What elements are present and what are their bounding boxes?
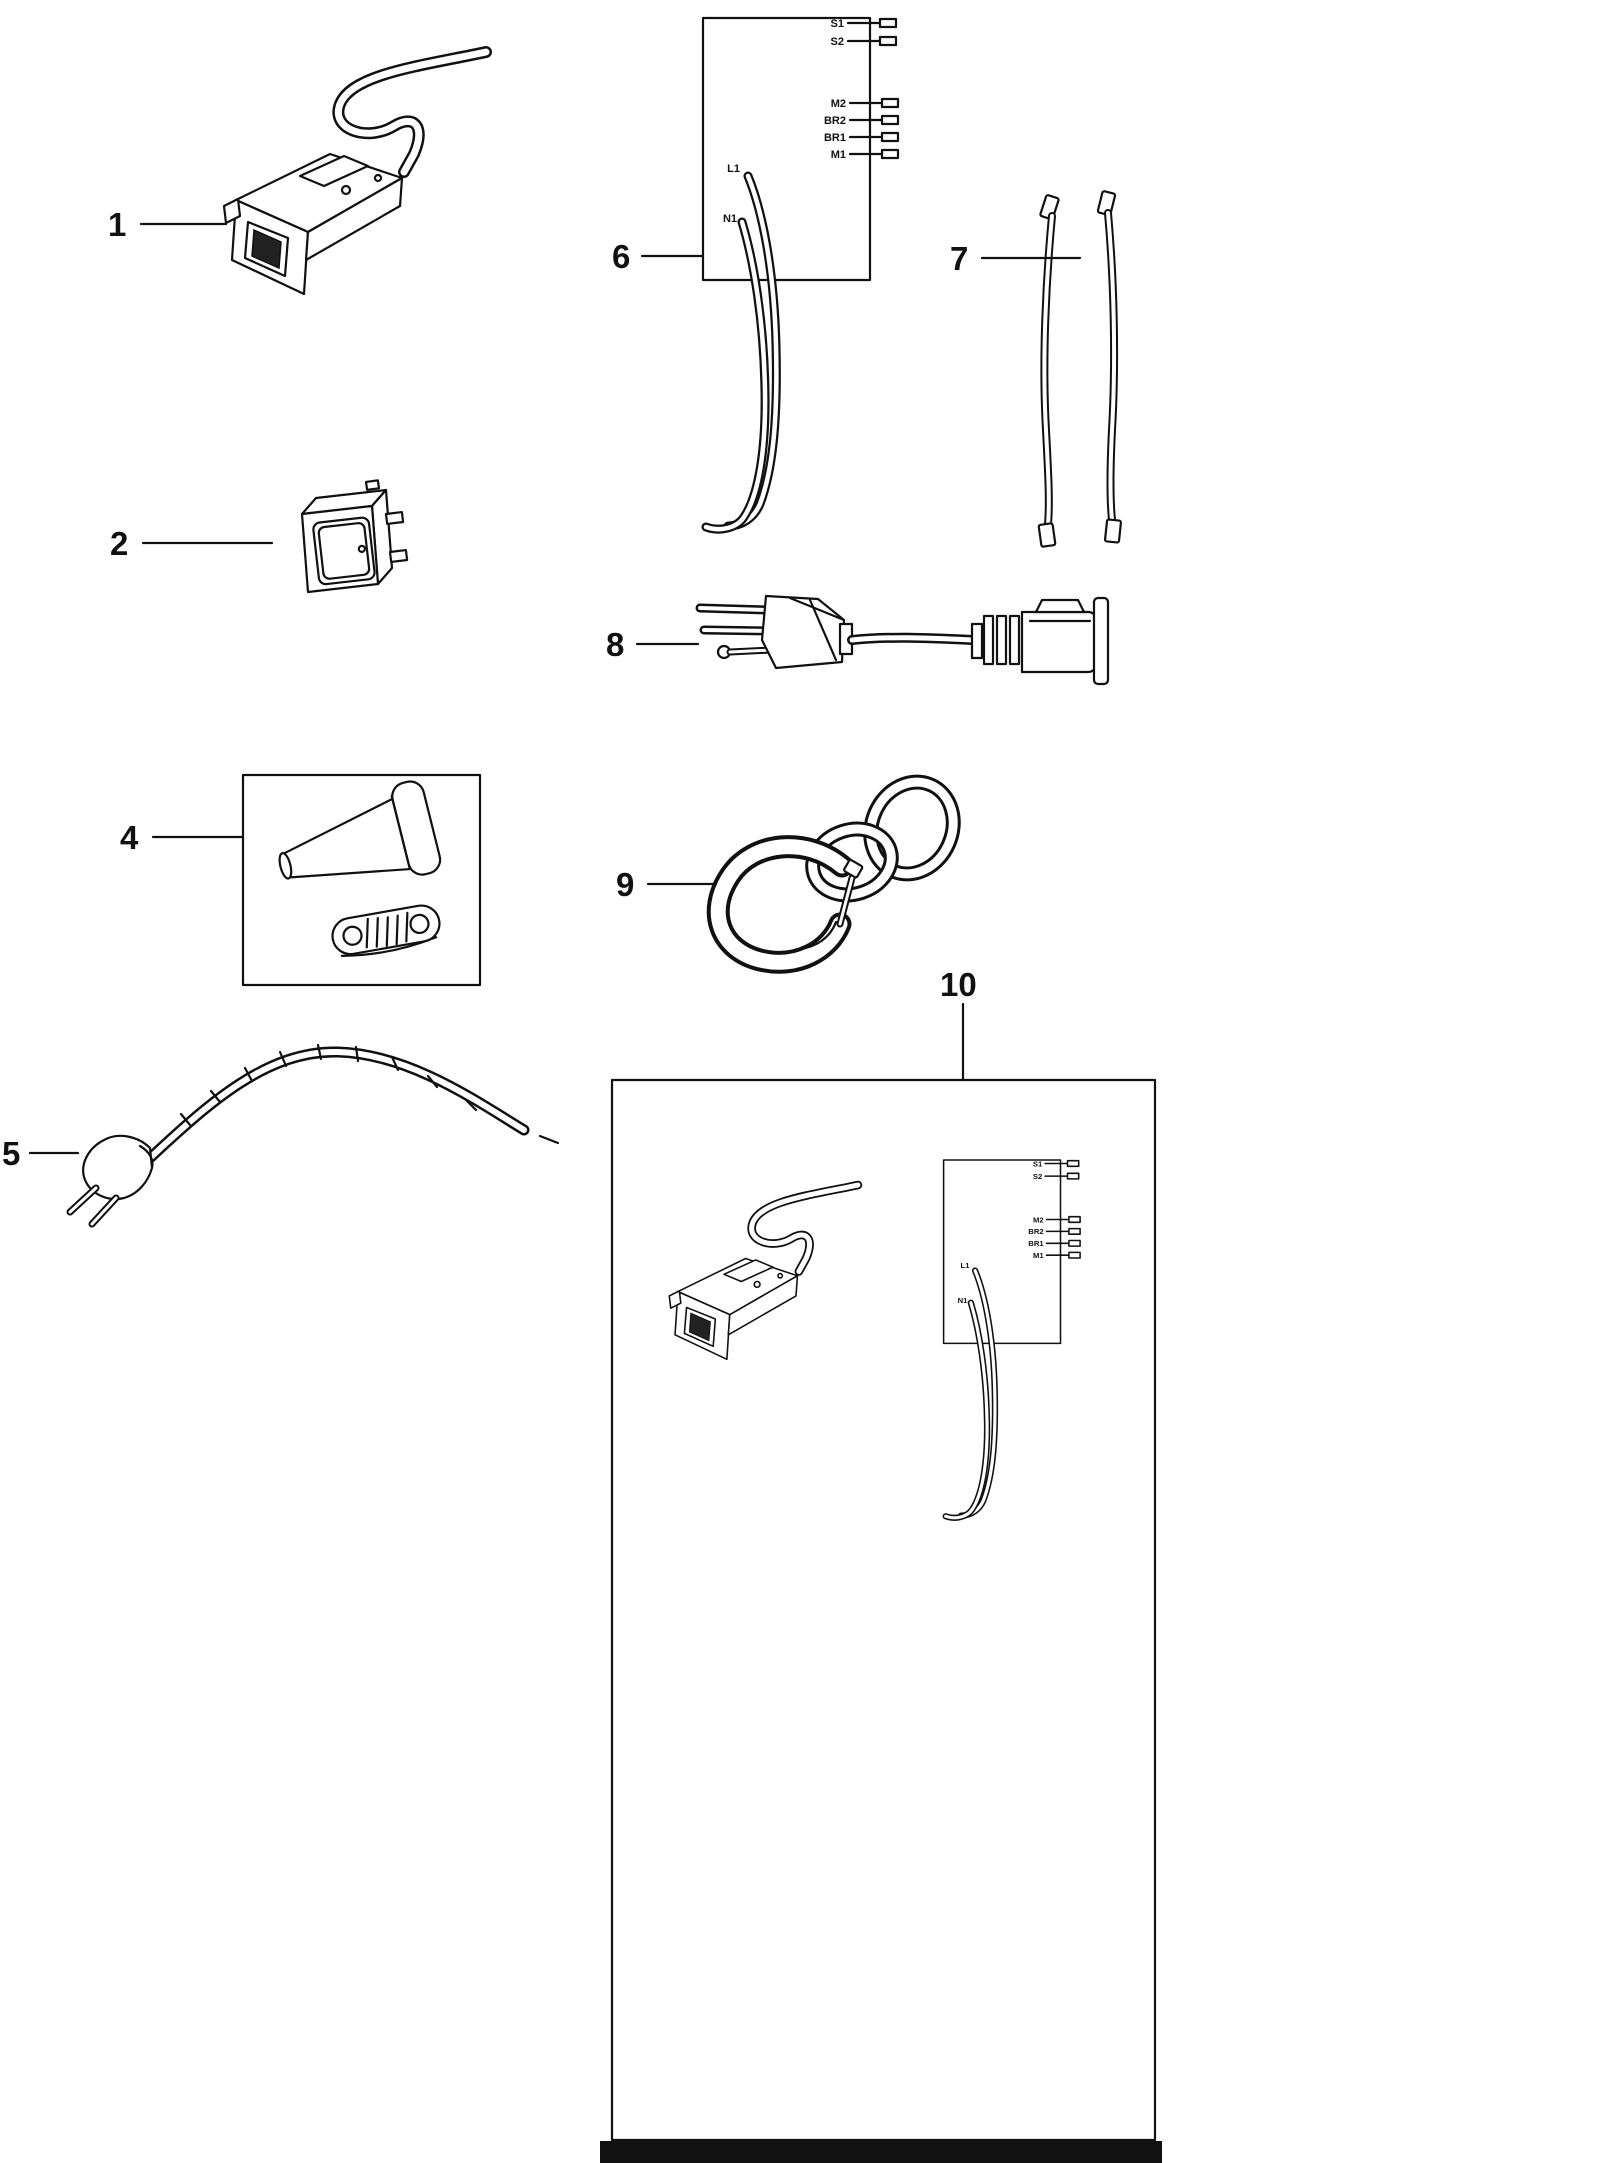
switch-rocker: [312, 516, 376, 586]
power-cord-drawing: [66, 1043, 560, 1228]
terminal-br1: [880, 131, 900, 143]
strain-relief-cone: [278, 780, 442, 880]
connector-socket-inner: [251, 228, 282, 270]
terminal-m2: [880, 97, 900, 109]
connector-label-recess: [298, 154, 370, 188]
part-10-label: 10: [940, 966, 977, 1003]
wire-label-br2: BR2: [824, 115, 846, 127]
coupler-flange: [1092, 596, 1110, 686]
terminal-s2: [878, 35, 898, 47]
part-9-label: 9: [616, 866, 634, 903]
harness-box: [701, 16, 872, 282]
part-8-label: 8: [606, 626, 624, 663]
switch-tab: [364, 479, 381, 492]
part-4-label: 4: [120, 819, 139, 856]
assembly-connector-copy: [669, 1185, 858, 1359]
part-2-label: 2: [110, 525, 128, 562]
wire-label-br1: BR1: [824, 132, 846, 144]
hook-clasp: [843, 858, 864, 879]
connector-latch-tab: [222, 197, 242, 225]
clamp-link: [331, 904, 441, 957]
assembly-box-bottom-bar: [600, 2141, 1162, 2163]
coupler-latch: [1034, 598, 1086, 614]
terminal-m1: [880, 148, 900, 160]
connector-screw-dot: [340, 184, 352, 196]
cord-end-dash: [538, 1134, 560, 1145]
part-1-label: 1: [108, 206, 126, 243]
plug-8-body: [760, 594, 846, 670]
terminal-s1: [878, 17, 898, 29]
wire-label-m1: M1: [831, 149, 846, 161]
part-6-label: 6: [612, 238, 630, 275]
coupler-collar: [970, 622, 984, 660]
snap-hook-drawing: [706, 774, 961, 974]
power-cord-set-drawing: [695, 594, 1110, 686]
part-5-label: 5: [2, 1135, 20, 1172]
wire-label-m2: M2: [831, 98, 846, 110]
jumper-wires-drawing: [1037, 190, 1123, 548]
connector-side-band: [304, 176, 404, 262]
plug-body: [82, 1134, 154, 1201]
coupler-rib-3: [1008, 614, 1021, 666]
connector-pin-dot: [373, 173, 383, 183]
terminal-br2: [880, 114, 900, 126]
rocker-switch-drawing: [300, 479, 409, 594]
assembly-box: [610, 1078, 1157, 2142]
wire-a-bottom-terminal: [1037, 522, 1057, 548]
assembly-10-drawing: [600, 1078, 1162, 2163]
assembly-harness-copy: [944, 1159, 1081, 1517]
coupler-rib-1: [982, 614, 995, 666]
coupler-rib-2: [995, 614, 1008, 666]
wire-label-n1: N1: [723, 213, 737, 225]
wire-b-bottom-terminal: [1103, 518, 1123, 544]
wire-label-s1: S1: [831, 18, 844, 30]
wiring-harness-drawing: S1 S2 M2 BR2 BR1 M1 L1 N1: [701, 16, 900, 534]
switch-terminal-bottom: [388, 548, 409, 564]
wire-label-s2: S2: [831, 36, 844, 48]
connector-plug-drawing: [222, 46, 492, 296]
wire-b-top-terminal: [1096, 190, 1117, 217]
strain-relief-kit-drawing: [241, 773, 482, 987]
kit-box: [241, 773, 482, 987]
cord-braid-ticks: [179, 1043, 478, 1127]
wire-label-l1: L1: [727, 163, 740, 175]
switch-terminal-top: [384, 510, 405, 526]
part-7-label: 7: [950, 240, 968, 277]
